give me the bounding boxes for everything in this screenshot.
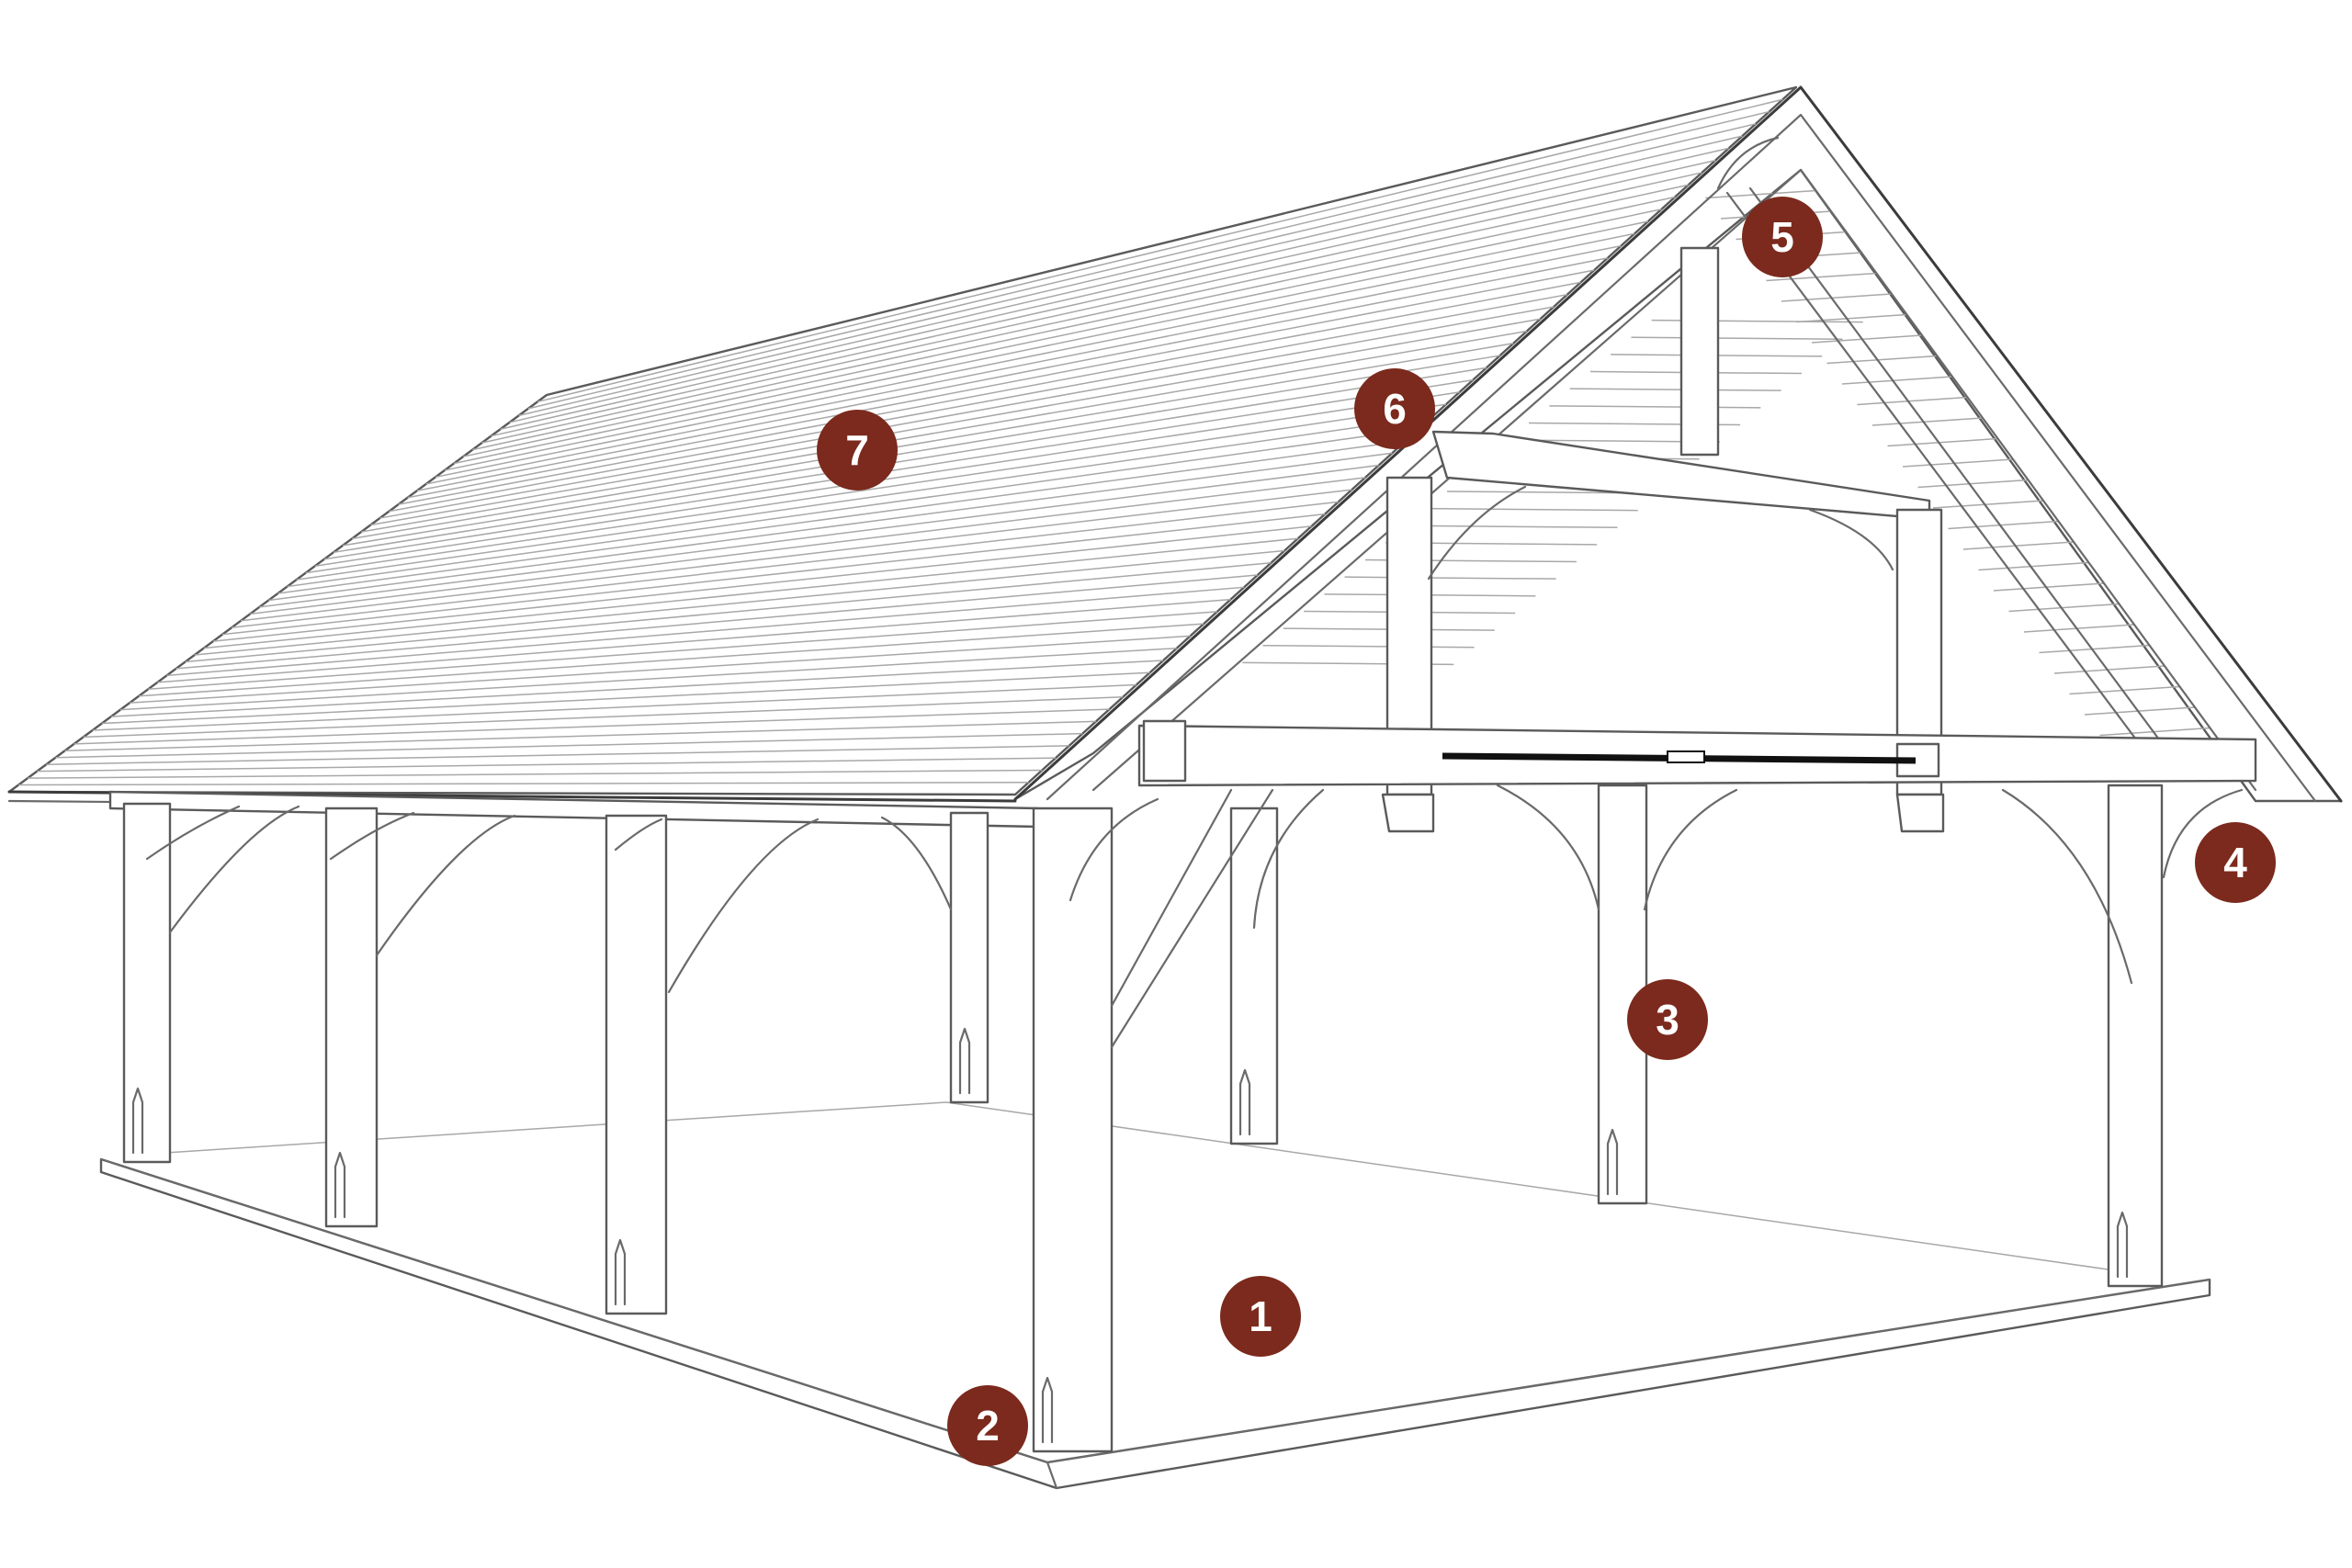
marker-1: 1: [1220, 1276, 1301, 1357]
marker-7: 7: [817, 410, 898, 491]
marker-6-label: 6: [1383, 385, 1407, 433]
marker-2-label: 2: [976, 1402, 1000, 1450]
marker-7-label: 7: [845, 426, 869, 474]
posts: [122, 784, 2164, 1453]
markers: 1 2 3 4 5 6 7: [817, 197, 2276, 1466]
marker-6: 6: [1354, 368, 1435, 449]
marker-3-label: 3: [1656, 996, 1679, 1043]
gable-end: [1013, 85, 2343, 833]
marker-4: 4: [2195, 822, 2276, 903]
marker-4-label: 4: [2223, 839, 2247, 886]
braces: [145, 784, 2244, 1049]
marker-1-label: 1: [1249, 1292, 1272, 1340]
marker-2: 2: [947, 1385, 1028, 1466]
marker-5-label: 5: [1770, 213, 1794, 261]
marker-3: 3: [1627, 979, 1708, 1060]
base-slab: [99, 1101, 2211, 1490]
marker-5: 5: [1742, 197, 1823, 277]
roof-tile-lines: [18, 98, 1783, 786]
